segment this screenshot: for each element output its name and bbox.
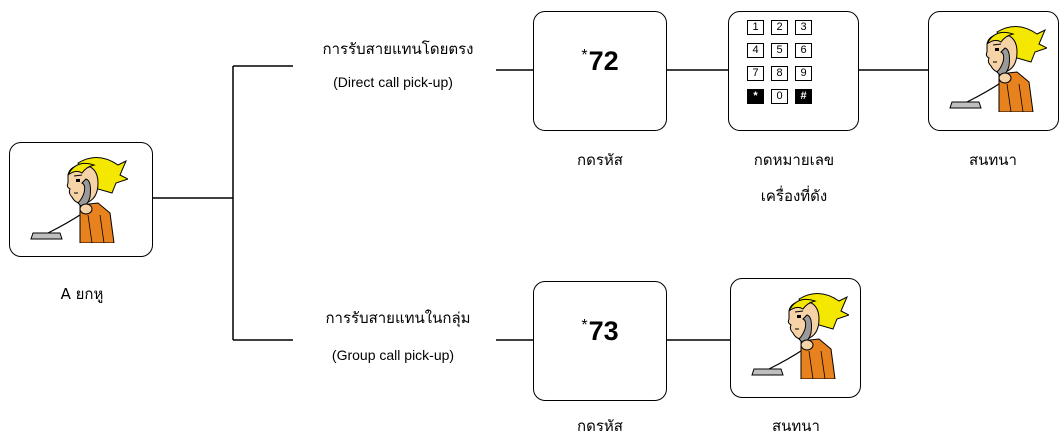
code-prefix: *: [581, 317, 588, 334]
code-label-group: กดรหัส: [577, 417, 623, 435]
group-branch-subtitle: (Group call pick-up): [331, 347, 455, 363]
code-label-direct: กดรหัส: [577, 151, 623, 169]
keypad-key: 1: [747, 20, 764, 35]
code-box-group: *73: [533, 281, 667, 401]
person-on-phone-icon: [28, 153, 130, 247]
keypad-key: 9: [795, 66, 812, 81]
talk-label-direct: สนทนา: [969, 151, 1017, 169]
code-box-direct: *72: [533, 11, 667, 131]
keypad-key: 2: [771, 20, 788, 35]
talk-box-direct: [928, 11, 1059, 131]
keypad-key: 8: [771, 66, 788, 81]
code-number: 73: [588, 316, 619, 346]
person-on-phone-icon: [749, 289, 851, 383]
keypad-key: 3: [795, 20, 812, 35]
keypad-key: 0: [771, 89, 788, 104]
keypad-key: 7: [747, 66, 764, 81]
keypad-key: 5: [771, 43, 788, 58]
talk-label-group: สนทนา: [772, 417, 820, 435]
talk-box-group: [730, 278, 861, 398]
keypad-key: 4: [747, 43, 764, 58]
person-on-phone-icon: [947, 22, 1049, 116]
group-branch-title: การรับสายแทนในกลุ่ม: [325, 309, 471, 327]
keypad-label-line2: เครื่องที่ดัง: [760, 187, 828, 205]
keypad-key: *: [747, 89, 764, 104]
keypad-label-line1: กดหมายเลข: [753, 151, 835, 169]
direct-branch-title: การรับสายแทนโดยตรง: [322, 40, 474, 58]
caller-label: A ยกหู: [60, 285, 104, 303]
caller-box: [9, 142, 153, 257]
code-number: 72: [588, 46, 619, 76]
keypad-key: 6: [795, 43, 812, 58]
direct-branch-subtitle: (Direct call pick-up): [333, 74, 453, 90]
code-prefix: *: [581, 47, 588, 64]
keypad-key: #: [795, 89, 812, 104]
